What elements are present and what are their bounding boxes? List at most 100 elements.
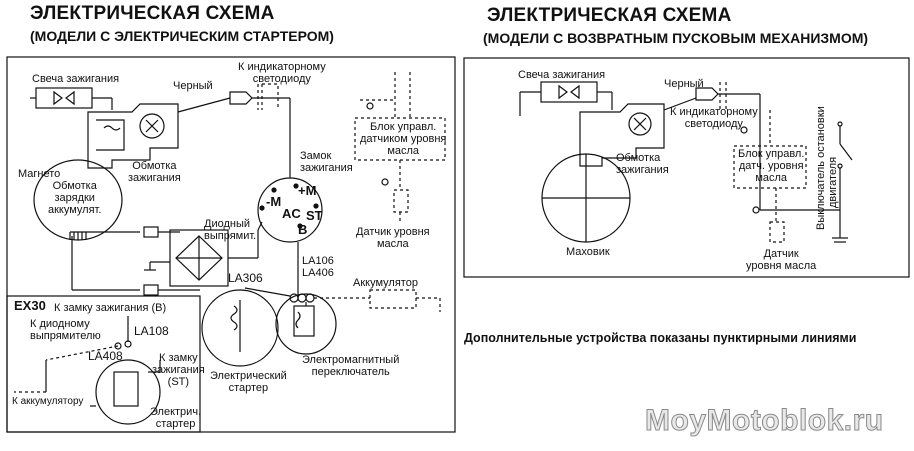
- left-spark-plug: [30, 87, 113, 110]
- watermark: MoyMotoblok.ru: [645, 404, 884, 438]
- inset-to-lock-st: К замку зажигания (ST): [152, 352, 205, 388]
- terminal-plus-m: +M: [298, 183, 317, 198]
- terminal-b: B: [298, 222, 308, 237]
- left-title: ЭЛЕКТРИЧЕСКАЯ СХЕМА: [30, 3, 275, 24]
- left-label-solenoid-1: Электромагнитный: [302, 354, 400, 366]
- left-label-diode: Диодный выпрямит.: [204, 218, 256, 242]
- left-label-oil-sensor-1: Датчик уровня: [356, 226, 430, 238]
- left-charge-coil: [33, 159, 140, 291]
- right-label-ignition-coil: Обмотка зажигания: [616, 152, 669, 176]
- right-label-oil-control-1: Блок управл.: [738, 148, 805, 160]
- inset-frame: [6, 295, 201, 433]
- right-subtitle: (МОДЕЛИ С ВОЗВРАТНЫМ ПУСКОВЫМ МЕХАНИЗМОМ…: [483, 30, 869, 46]
- right-label-stop-switch-2: двигателя: [827, 156, 839, 208]
- left-label-magneto: Магнето: [18, 168, 61, 180]
- right-label-oil-control-3: масла: [755, 172, 788, 184]
- inset-to-lock-st-3: (ST): [167, 376, 190, 388]
- right-oil-control: [733, 110, 807, 243]
- right-label-ignition-coil-1: Обмотка: [616, 152, 661, 164]
- right-label-oil-sensor-2: уровня масла: [746, 260, 817, 272]
- right-ignition-coil: [579, 97, 697, 167]
- left-label-oil-control-2: датчиком уровня: [360, 133, 447, 145]
- left-diode-bridge: [144, 229, 259, 287]
- left-label-oil-control: Блок управл. датчиком уровня масла: [360, 121, 446, 157]
- right-spark-plug: [519, 81, 613, 116]
- left-label-spark-plug: Свеча зажигания: [32, 73, 120, 85]
- left-ignition-coil: [87, 97, 231, 169]
- right-label-indicator-2: светодиоду: [684, 118, 743, 130]
- terminal-st: ST: [306, 208, 323, 223]
- inset-starter: Электрич. стартер: [150, 406, 201, 430]
- left-label-charge-coil-3: аккумулят.: [48, 204, 102, 216]
- left-label-la406: LA406: [302, 267, 334, 279]
- left-la-connectors: [244, 287, 370, 303]
- inset-to-diode: К диодному выпрямителю: [30, 318, 101, 342]
- right-stop-switch: [832, 121, 853, 243]
- left-ignition-lock: [257, 110, 323, 296]
- dashed-lines-note: Дополнительные устройства показаны пункт…: [464, 331, 857, 345]
- right-label-indicator: К индикаторному светодиоду: [670, 106, 758, 130]
- inset-to-battery: К аккумулятору: [12, 396, 84, 407]
- inset-to-lock-st-2: зажигания: [152, 364, 205, 376]
- left-label-oil-control-3: масла: [387, 145, 420, 157]
- inset-model: EX30: [14, 298, 46, 313]
- left-frame: [6, 56, 456, 433]
- left-label-oil-control-1: Блок управл.: [369, 121, 437, 133]
- inset-la108: LA108: [134, 324, 169, 338]
- left-label-indicator: К индикаторному светодиоду: [238, 61, 326, 85]
- inset-to-lock-b: К замку зажигания (B): [54, 302, 167, 314]
- inset-to-lock-st-1: К замку: [159, 352, 198, 364]
- left-label-indicator-1: К индикаторному: [238, 61, 326, 73]
- right-label-black: Черный: [664, 78, 704, 90]
- left-label-oil-sensor: Датчик уровня масла: [356, 226, 430, 250]
- terminal-minus-m: -M: [266, 194, 282, 209]
- left-label-diode-1: Диодный: [204, 218, 251, 230]
- left-label-starter-2: стартер: [228, 382, 269, 394]
- left-oil-control: [354, 72, 446, 222]
- left-label-diode-2: выпрямит.: [204, 230, 257, 242]
- right-frame: [463, 57, 910, 278]
- left-label-ignition-lock-2: зажигания: [300, 162, 353, 174]
- right-label-stop-switch: Выключатель остановки двигателя: [815, 106, 839, 230]
- inset-to-diode-2: выпрямителю: [30, 330, 101, 342]
- left-solenoid: [275, 293, 337, 355]
- left-label-battery: Аккумулятор: [353, 277, 418, 289]
- inset-to-diode-1: К диодному: [30, 318, 90, 330]
- right-label-oil-control: Блок управл. датч. уровня масла: [738, 148, 804, 184]
- right-black-connector: [695, 82, 840, 211]
- left-label-black: Черный: [173, 80, 213, 92]
- right-label-ignition-coil-2: зажигания: [616, 164, 669, 176]
- right-title: ЭЛЕКТРИЧЕСКАЯ СХЕМА: [487, 5, 732, 26]
- left-label-solenoid: Электромагнитный переключатель: [302, 354, 399, 378]
- left-label-indicator-2: светодиоду: [252, 73, 311, 85]
- left-label-ignition-coil-2: зажигания: [128, 172, 181, 184]
- left-black-connector: [229, 83, 291, 110]
- right-flywheel: [541, 153, 631, 243]
- terminal-ac: AC: [282, 206, 301, 221]
- left-label-ignition-coil: Обмотка зажигания: [128, 160, 181, 184]
- left-electric-starter: [201, 289, 279, 367]
- left-label-la306: LA306: [228, 271, 263, 285]
- left-label-ignition-coil-1: Обмотка: [132, 160, 177, 172]
- left-label-oil-sensor-2: масла: [376, 238, 409, 250]
- left-label-solenoid-2: переключатель: [311, 366, 390, 378]
- left-label-ignition-lock-1: Замок: [300, 150, 332, 162]
- right-label-oil-sensor-1: Датчик: [763, 248, 799, 260]
- left-label-charge-coil-2: зарядки: [54, 192, 95, 204]
- right-label-oil-sensor: Датчик уровня масла: [746, 248, 816, 272]
- left-label-starter: Электрический стартер: [210, 370, 287, 394]
- left-battery: [369, 289, 441, 312]
- inset-starter-2: стартер: [155, 418, 196, 430]
- right-label-stop-switch-1: Выключатель остановки: [815, 106, 827, 230]
- right-label-indicator-1: К индикаторному: [670, 106, 758, 118]
- left-label-la106: LA106: [302, 255, 334, 267]
- left-label-charge-coil-1: Обмотка: [52, 180, 97, 192]
- left-subtitle: (МОДЕЛИ С ЭЛЕКТРИЧЕСКИМ СТАРТЕРОМ): [30, 28, 334, 44]
- inset-la408: LA408: [88, 349, 123, 363]
- right-label-flywheel: Маховик: [566, 246, 610, 258]
- right-label-spark-plug: Свеча зажигания: [518, 69, 606, 81]
- inset-starter-wiring: [14, 316, 161, 425]
- inset-starter-1: Электрич.: [150, 406, 202, 418]
- left-label-charge-coil: Обмотка зарядки аккумулят.: [48, 180, 101, 216]
